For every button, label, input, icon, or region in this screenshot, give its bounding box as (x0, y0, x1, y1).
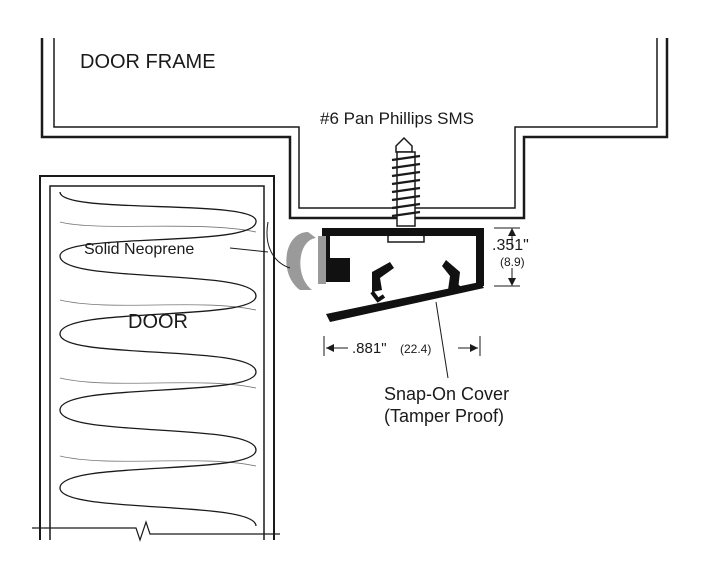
door-frame-label: DOOR FRAME (80, 51, 216, 73)
door-break-line (32, 520, 280, 542)
cover-leader (435, 301, 449, 379)
width-dimension (323, 336, 481, 356)
weatherstrip-extrusion (322, 228, 484, 292)
neoprene-leader (229, 247, 269, 253)
snap-on-cover (326, 282, 484, 322)
screw-icon (387, 136, 425, 243)
door-label: DOOR (128, 311, 188, 333)
cover-label-line1: Snap-On Cover (384, 384, 509, 404)
width-in-label: .881" (352, 340, 387, 357)
neoprene-seal (266, 221, 326, 290)
door-panel (32, 175, 280, 542)
height-mm-label: (8.9) (500, 255, 525, 269)
neoprene-label: Solid Neoprene (84, 241, 194, 258)
width-mm-label: (22.4) (400, 342, 431, 356)
screw-label: #6 Pan Phillips SMS (320, 109, 474, 128)
door-insulation-zigzag (59, 191, 257, 527)
height-dimension (494, 227, 520, 287)
cover-label-line2: (Tamper Proof) (384, 406, 504, 426)
height-in-label: .351" (492, 237, 529, 254)
